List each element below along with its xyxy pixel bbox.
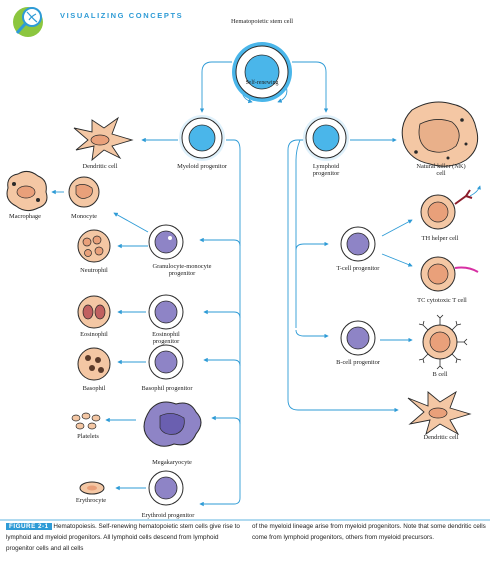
caption-text-2: of the myeloid lineage arise from myeloi… (252, 523, 486, 541)
erythrocyte-label: Erythrocyte (75, 497, 107, 504)
erythrocyte-cell (79, 481, 105, 495)
caption-right: of the myeloid lineage arise from myeloi… (252, 522, 486, 544)
erythroid-progenitor-cell (148, 470, 184, 506)
tc-cytotoxic-label: TC cytotoxic T cell (417, 297, 467, 304)
th-helper-label: TH helper cell (421, 235, 459, 242)
nk-label: Natural killer (NK) cell (416, 163, 466, 178)
tc-cytotoxic-cell (420, 256, 479, 292)
caption-text-1: Hematopoiesis. Self-renewing hematopoiet… (6, 523, 240, 552)
eosinophil-cell (77, 295, 111, 329)
gm-progenitor-label: Granulocyte-monocyte progenitor (152, 263, 212, 278)
stem-cell (232, 42, 292, 102)
self-renewing-label: Self-renewing (245, 80, 279, 86)
myeloid-label: Myeloid progenitor (177, 163, 227, 170)
b-cell-progenitor-label: B-cell progenitor (336, 359, 380, 366)
neutrophil-label: Neutrophil (80, 267, 108, 274)
megakaryocyte-cell (143, 401, 202, 447)
t-cell-progenitor-label: T-cell progenitor (336, 265, 380, 272)
figure-tag: FIGURE 2-1 (6, 523, 52, 530)
stem-cell-label: Hematopoietic stem cell (230, 18, 294, 25)
dendritic-left-label: Dendritic cell (82, 163, 118, 170)
b-cell-label: B cell (432, 371, 448, 378)
nk-cell (401, 101, 479, 167)
monocyte-cell (68, 176, 100, 208)
header-title: VISUALIZING CONCEPTS (60, 11, 184, 20)
lymphoid-label: Lymphoid progenitor (312, 163, 340, 178)
dendritic-cell-left (73, 116, 134, 162)
erythroid-progenitor-label: Erythroid progenitor (141, 512, 195, 519)
basophil-label: Basophil (82, 385, 106, 392)
platelets-label: Platelets (77, 433, 99, 440)
megakaryocyte-label: Megakaryocyte (152, 459, 192, 466)
eosinophil-progenitor-label: Eosinophil progenitor (152, 331, 180, 346)
b-cell-progenitor-cell (340, 320, 376, 356)
gm-progenitor-cell (148, 224, 184, 260)
lymphoid-progenitor-cell (303, 115, 349, 161)
basophil-cell (77, 347, 111, 381)
dna-magnifier-logo (13, 7, 43, 37)
dendritic-cell-right (407, 390, 472, 436)
t-cell-progenitor-cell (340, 226, 376, 262)
macrophage-label: Macrophage (9, 213, 41, 220)
neutrophil-cell (77, 229, 111, 263)
b-cell (418, 314, 468, 370)
caption-left: FIGURE 2-1 Hematopoiesis. Self-renewing … (6, 522, 242, 554)
macrophage-cell (6, 170, 48, 212)
eosinophil-progenitor-cell (148, 294, 184, 330)
platelets-cells (71, 412, 101, 430)
myeloid-progenitor-cell (179, 115, 225, 161)
th-helper-cell (420, 185, 481, 230)
basophil-progenitor-label: Basophil progenitor (141, 385, 193, 392)
eosinophil-label: Eosinophil (80, 331, 108, 338)
basophil-progenitor-cell (148, 344, 184, 380)
dendritic-right-label: Dendritic cell (423, 434, 459, 441)
monocyte-label: Monocyte (71, 213, 97, 220)
